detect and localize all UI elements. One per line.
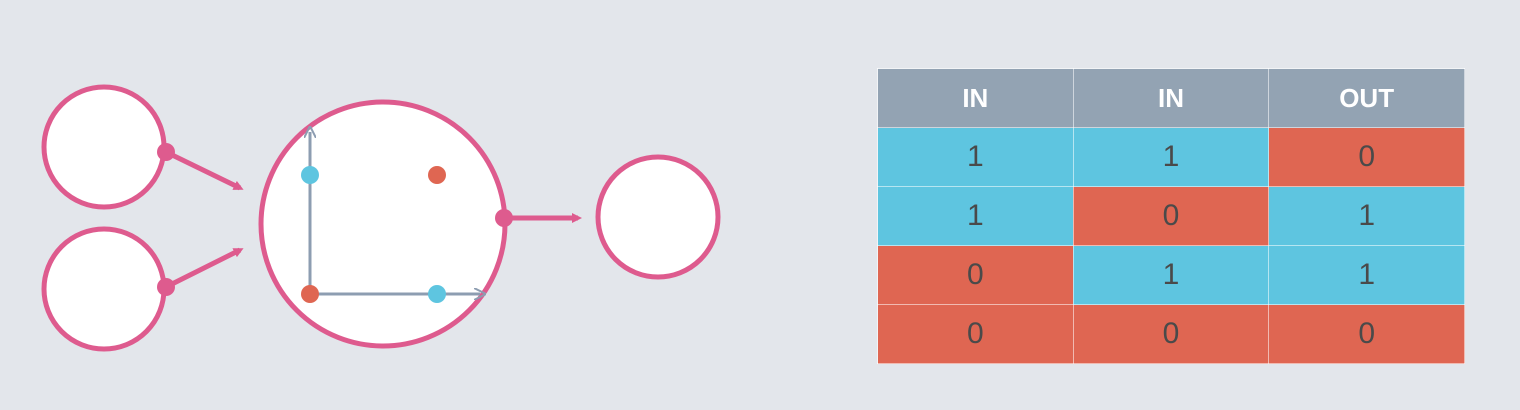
output-neuron (595, 154, 721, 280)
table-cell: 0 (877, 304, 1074, 364)
header-in-2: IN (1072, 68, 1270, 128)
neural-network-diagram (41, 84, 721, 352)
table-cell: 1 (1268, 186, 1465, 246)
table-header-row: IN IN OUT (877, 68, 1465, 128)
input-neuron-top (41, 84, 167, 210)
header-out: OUT (1268, 68, 1465, 128)
truth-table: IN IN OUT 1 1 0 1 0 1 0 1 1 0 (877, 68, 1465, 364)
table-cell: 1 (877, 186, 1074, 246)
table-row: 1 1 0 (877, 127, 1465, 187)
table-cell: 0 (1072, 304, 1270, 364)
plot-point-red-2 (301, 285, 319, 303)
table-cell: 0 (1072, 186, 1270, 246)
table-row: 0 1 1 (877, 245, 1465, 305)
plot-point-blue-0 (301, 166, 319, 184)
table-cell: 1 (1072, 245, 1270, 305)
table-cell: 1 (1268, 245, 1465, 305)
table-cell: 1 (1072, 127, 1270, 187)
connection-dot-bottom (157, 278, 175, 296)
connection-dot-top (157, 143, 175, 161)
input-neuron-bottom (41, 226, 167, 352)
table-row: 0 0 0 (877, 304, 1465, 364)
plot-points (301, 166, 446, 303)
connection-arrow-bottom (164, 247, 244, 290)
table-cell: 0 (877, 245, 1074, 305)
table-cell: 0 (1268, 304, 1465, 364)
plot-point-blue-3 (428, 285, 446, 303)
table-row: 1 0 1 (877, 186, 1465, 246)
connection-arrow-top (164, 149, 244, 191)
header-in-1: IN (877, 68, 1074, 128)
connection-dot-output (495, 209, 513, 227)
table-cell: 0 (1268, 127, 1465, 187)
plot-point-red-1 (428, 166, 446, 184)
table-cell: 1 (877, 127, 1074, 187)
hidden-neuron (258, 99, 508, 349)
